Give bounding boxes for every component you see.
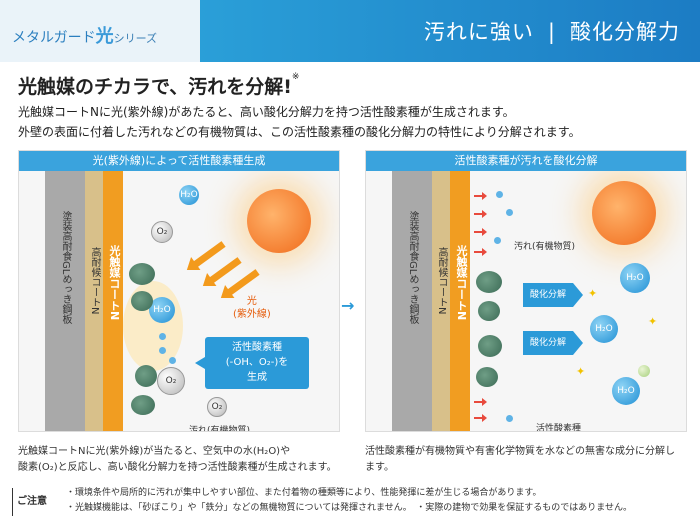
- radical-dot-icon: [494, 237, 501, 244]
- layer-photocatalyst: [450, 171, 470, 431]
- panel-heading: 活性酸素種が汚れを酸化分解: [366, 151, 686, 171]
- brand-prefix: メタルガード: [12, 30, 96, 46]
- radical-dot-icon: [169, 357, 176, 364]
- dirt-icon: [131, 395, 155, 415]
- radical-dot-icon: [506, 209, 513, 216]
- layer-durable-label: 高耐候コートN: [436, 247, 447, 315]
- oxygen-molecule-icon: O₂: [207, 397, 227, 417]
- brand-suffix: シリーズ: [113, 32, 158, 45]
- diagram-generation: 光(紫外線)によって活性酸素種生成 塗装高耐食GLめっき鋼板 高耐候コートN 光…: [18, 150, 340, 432]
- sparkle-icon: ✦: [648, 315, 658, 328]
- radical-line: 生成: [247, 372, 267, 383]
- sun-icon: [592, 181, 656, 245]
- radical-dot-icon: [159, 333, 166, 340]
- caption-line: ます。: [365, 462, 394, 473]
- caution-line: ・環境条件や局所的に汚れが集中しやすい部位、また付着物の種類等により、性能発揮に…: [66, 488, 542, 498]
- lead-line: 光触媒コートNに光(紫外線)があたると、高い酸化分解力を持つ活性酸素種が生成され…: [18, 105, 515, 119]
- lead-text: 光触媒コートNに光(紫外線)があたると、高い酸化分解力を持つ活性酸素種が生成され…: [18, 102, 581, 142]
- brand-logo: メタルガード光シリーズ: [12, 22, 157, 48]
- emission-arrow-icon: [474, 192, 487, 200]
- caption-line: 酸素(O₂)と反応し、高い酸化分解力を持つ活性酸素種が生成されます。: [18, 462, 337, 473]
- decompose-arrow: 酸化分解: [523, 283, 583, 307]
- layer-steel-label: 塗装高耐食GLめっき鋼板: [60, 211, 71, 325]
- radical-line: (-OH、O₂-)を: [225, 357, 289, 368]
- dirt-icon: [478, 335, 502, 357]
- uv-arrow-icon: [208, 257, 242, 284]
- radical-label: 活性酸素種: [536, 424, 582, 431]
- caption-decomposition: 活性酸素種が有機物質や有害化学物質を水などの無害な成分に分解し ます。: [365, 444, 685, 476]
- caption-line: 活性酸素種が有機物質や有害化学物質を水などの無害な成分に分解し: [365, 446, 675, 457]
- feature-title: 汚れに強い: [423, 20, 534, 44]
- feature-bar: 汚れに強い | 酸化分解力: [200, 0, 700, 62]
- radical-dot-icon: [506, 415, 513, 422]
- uv-label: 光 (紫外線): [233, 295, 271, 321]
- caption-generation: 光触媒コートNに光(紫外線)が当たると、空気中の水(H₂O)や 酸素(O₂)と反…: [18, 444, 348, 476]
- uv-arrow-icon: [192, 241, 226, 268]
- water-molecule-icon: H₂O: [590, 315, 618, 343]
- caution-label: ご注意: [12, 488, 47, 516]
- radical-dot-icon: [496, 191, 503, 198]
- dirt-icon: [476, 367, 498, 387]
- dirt-icon: [129, 263, 155, 285]
- uv-label-line: (紫外線): [233, 309, 271, 320]
- feature-separator: |: [547, 20, 556, 44]
- dirt-icon: [135, 365, 157, 387]
- layer-durable-label: 高耐候コートN: [89, 247, 100, 315]
- sparkle-icon: ✦: [588, 287, 598, 300]
- oxygen-molecule-icon: O₂: [151, 221, 173, 243]
- caution-line: ・光触媒機能は、「砂ぼこり」や「鉄分」などの無機物質については発揮されません。 …: [66, 503, 633, 513]
- dirt-icon: [476, 271, 502, 293]
- harmless-particle-icon: [638, 365, 650, 377]
- oxygen-molecule-icon: O₂: [157, 367, 185, 395]
- title-note-mark: ※: [291, 72, 300, 82]
- dirt-icon: [478, 301, 500, 321]
- header: メタルガード光シリーズ 汚れに強い | 酸化分解力: [0, 0, 700, 62]
- water-molecule-icon: H₂O: [179, 185, 199, 205]
- emission-arrow-icon: [474, 210, 487, 218]
- emission-arrow-icon: [474, 248, 487, 256]
- layer-steel-label: 塗装高耐食GLめっき鋼板: [407, 211, 418, 325]
- emission-arrow-icon: [474, 228, 487, 236]
- layer-photocatalyst-label: 光触媒コートN: [108, 245, 121, 321]
- diagram-decomposition: 活性酸素種が汚れを酸化分解 塗装高耐食GLめっき鋼板 高耐候コートN 光触媒コー…: [365, 150, 687, 432]
- decompose-arrow: 酸化分解: [523, 331, 583, 355]
- layer-photocatalyst: [103, 171, 123, 431]
- sun-icon: [247, 189, 311, 253]
- arrow-right-icon: →: [341, 296, 355, 315]
- radical-line: 活性酸素種: [232, 342, 282, 353]
- feature-subtitle: 酸化分解力: [570, 20, 680, 44]
- water-molecule-icon: H₂O: [149, 297, 175, 323]
- dirt-icon: [131, 291, 153, 311]
- water-molecule-icon: H₂O: [620, 263, 650, 293]
- layer-durable-coat: [85, 171, 103, 431]
- caution-notes: ・環境条件や局所的に汚れが集中しやすい部位、また付着物の種類等により、性能発揮に…: [66, 486, 632, 516]
- layer-steel: [45, 171, 85, 431]
- caption-line: 光触媒コートNに光(紫外線)が当たると、空気中の水(H₂O)や: [18, 446, 291, 457]
- radical-callout: 活性酸素種 (-OH、O₂-)を 生成: [195, 337, 309, 389]
- radical-dot-icon: [159, 347, 166, 354]
- emission-arrow-icon: [474, 414, 487, 422]
- panel-heading: 光(紫外線)によって活性酸素種生成: [19, 151, 339, 171]
- brand-area: メタルガード光シリーズ: [0, 0, 200, 62]
- lead-line: 外壁の表面に付着した汚れなどの有機物質は、この活性酸素種の酸化分解力の特性により…: [18, 125, 581, 139]
- layer-photocatalyst-label: 光触媒コートN: [455, 245, 468, 321]
- page-title: 光触媒のチカラで、汚れを分解!※: [18, 72, 299, 99]
- uv-label-line: 光: [246, 296, 257, 307]
- page-title-text: 光触媒のチカラで、汚れを分解!: [18, 76, 292, 98]
- emission-arrow-icon: [474, 398, 487, 406]
- brand-glyph: 光: [95, 26, 114, 47]
- layer-steel: [392, 171, 432, 431]
- dirt-label: 汚れ(有機物質): [514, 242, 576, 252]
- sparkle-icon: ✦: [576, 365, 586, 378]
- uv-arrow-icon: [226, 269, 260, 296]
- water-molecule-icon: H₂O: [612, 377, 640, 405]
- layer-durable-coat: [432, 171, 450, 431]
- dirt-label: 汚れ(有機物質): [189, 426, 251, 431]
